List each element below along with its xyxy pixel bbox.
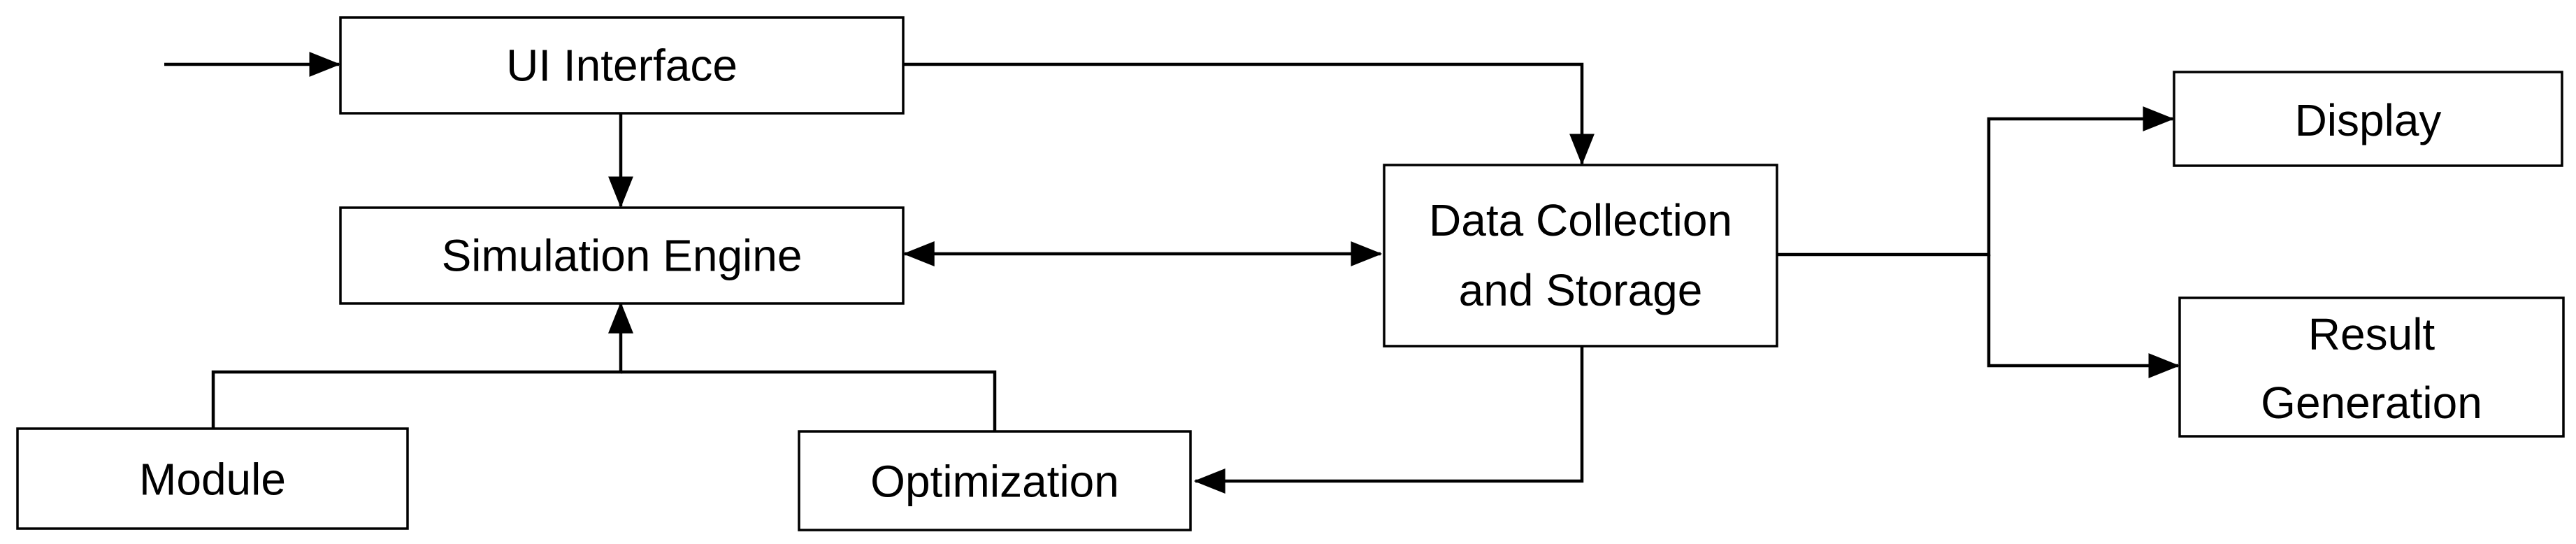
module-box (16, 427, 409, 530)
edge-ui-interface-to-data-collection (903, 62, 1595, 166)
simulation-engine-label: Simulation Engine (442, 231, 803, 281)
module-label: Module (139, 454, 286, 505)
edge-data-collection-to-optimization (1193, 346, 1584, 494)
display-label: Display (2295, 95, 2442, 145)
data-collection-box (1383, 164, 1778, 348)
data-collection-label-line-1: Data Collection (1429, 195, 1732, 245)
edge-data-collection-to-display (1777, 106, 2175, 257)
edge-optimization-to-simulation-engine (621, 370, 997, 431)
optimization-box (798, 430, 1192, 531)
edges (164, 52, 2180, 494)
result-generation-box (2178, 296, 2565, 438)
node-ui-interface: UI Interface (339, 16, 905, 115)
node-result-generation: Result Generation (2178, 296, 2565, 438)
edge-module-to-simulation-engine (211, 301, 633, 429)
node-display: Display (2173, 71, 2563, 167)
ui-interface-label: UI Interface (506, 41, 737, 91)
node-simulation-engine: Simulation Engine (339, 206, 905, 305)
optimization-label: Optimization (870, 457, 1119, 507)
ui-interface-box (339, 16, 905, 115)
node-module: Module (16, 427, 409, 530)
node-data-collection-and-storage: Data Collection and Storage (1383, 164, 1778, 348)
data-collection-label-line-2: and Storage (1459, 265, 1703, 315)
simulation-engine-box (339, 206, 905, 305)
display-box (2173, 71, 2563, 167)
result-generation-label-line-2: Generation (2261, 378, 2482, 428)
node-optimization: Optimization (798, 430, 1192, 531)
edge-data-collection-to-result-generation (1987, 255, 2180, 378)
result-generation-label-line-1: Result (2308, 309, 2435, 359)
